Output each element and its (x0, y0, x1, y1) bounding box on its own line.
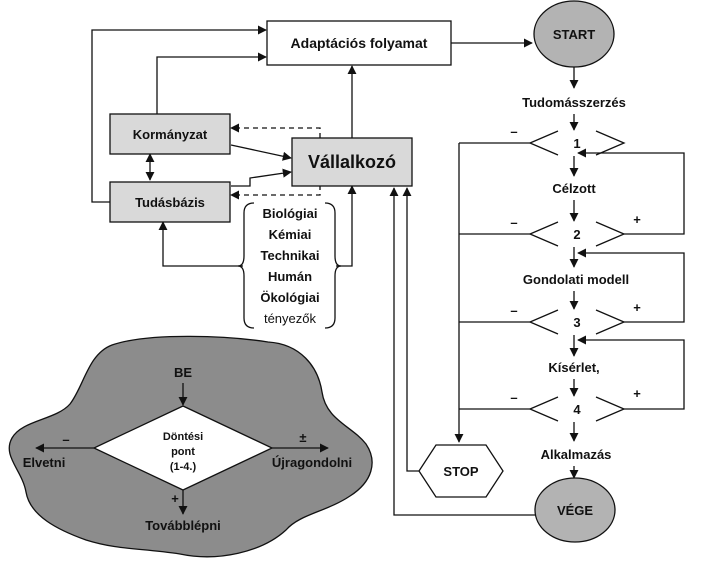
rethink-loop-3 (577, 248, 685, 323)
adaptation-box (266, 20, 452, 66)
decision-2-plus: + (633, 212, 641, 227)
decision-4-plus: + (633, 386, 641, 401)
factors-right-brace (324, 202, 342, 329)
entrepreneur-label: Vállalkozó (308, 152, 396, 172)
end-label: VÉGE (557, 503, 593, 518)
decision-4-right-bracket (595, 396, 626, 422)
dashed-arrow-entrepreneur-to-government (230, 123, 321, 138)
factor-technical: Technikai (260, 248, 319, 263)
legend-decision-line1: Döntési (163, 431, 203, 443)
decision-2-right-bracket (595, 221, 626, 247)
decision-3-left-bracket (528, 309, 559, 335)
arrow-knowledge-to-entrepreneur (231, 168, 292, 187)
factor-chemical: Kémiai (269, 227, 312, 242)
step-targeted-label: Célzott (552, 181, 596, 196)
arrow-end-to-entrepreneur (389, 187, 535, 516)
factor-factors: tényezők (264, 311, 317, 326)
legend-decision-line3: (1-4.) (170, 461, 197, 473)
decision-3-label: 3 (573, 315, 580, 330)
legend-proceed-label: Továbblépni (145, 518, 221, 533)
dashed-arrow-entrepreneur-to-knowledge (230, 185, 321, 200)
step-model-label: Gondolati modell (523, 272, 629, 287)
step-science-label: Tudomásszerzés (522, 95, 626, 110)
legend-rethink-sign: ± (299, 430, 306, 445)
decision-2-left-bracket (528, 221, 559, 247)
legend-reject-label: Elvetni (23, 455, 66, 470)
rethink-loop-2 (577, 148, 685, 235)
adaptation-label: Adaptációs folyamat (291, 35, 428, 51)
arrow-government-to-entrepreneur (230, 144, 292, 161)
arrow-knowledge-to-adaptation-outer (91, 25, 267, 203)
decision-1-right-bracket (595, 130, 626, 156)
knowledge-base-label: Tudásbázis (135, 195, 205, 210)
legend-proceed-sign: + (171, 491, 179, 506)
decision-2-minus: – (510, 215, 517, 230)
factors-left-brace (237, 202, 255, 329)
step-experiment-label: Kísérlet, (548, 360, 599, 375)
decision-3-right-bracket (595, 309, 626, 335)
decision-4-label: 4 (573, 402, 581, 417)
start-label: START (553, 27, 595, 42)
legend-in-label: BE (174, 365, 192, 380)
arrow-factors-to-entrepreneur (336, 185, 357, 267)
decision-1-left-bracket (528, 130, 559, 156)
end-oval (534, 477, 616, 543)
decision-3-minus: – (510, 303, 517, 318)
decision-4-left-bracket (528, 396, 559, 422)
legend-decision-line2: pont (171, 446, 195, 458)
arrow-government-to-adaptation (156, 52, 267, 114)
decision-4-minus: – (510, 390, 517, 405)
entrepreneur-box (291, 137, 413, 187)
decision-1-label: 1 (573, 136, 580, 151)
rethink-loop-4 (577, 335, 685, 410)
government-label: Kormányzat (133, 127, 208, 142)
step-application-label: Alkalmazás (541, 447, 612, 462)
factor-ecological: Ökológiai (260, 290, 319, 305)
arrow-stop-to-entrepreneur (402, 187, 419, 472)
decision-2-label: 2 (573, 227, 580, 242)
arrow-factors-to-knowledge (158, 221, 243, 267)
decision-1-minus: – (510, 124, 517, 139)
factor-biological: Biológiai (263, 206, 318, 221)
legend-rethink-label: Újragondolni (272, 455, 352, 470)
decision-3-plus: + (633, 300, 641, 315)
stop-label: STOP (443, 464, 478, 479)
government-box (109, 113, 231, 155)
legend-reject-sign: – (62, 432, 69, 447)
factor-human: Humán (268, 269, 312, 284)
knowledge-base-box (109, 181, 231, 223)
